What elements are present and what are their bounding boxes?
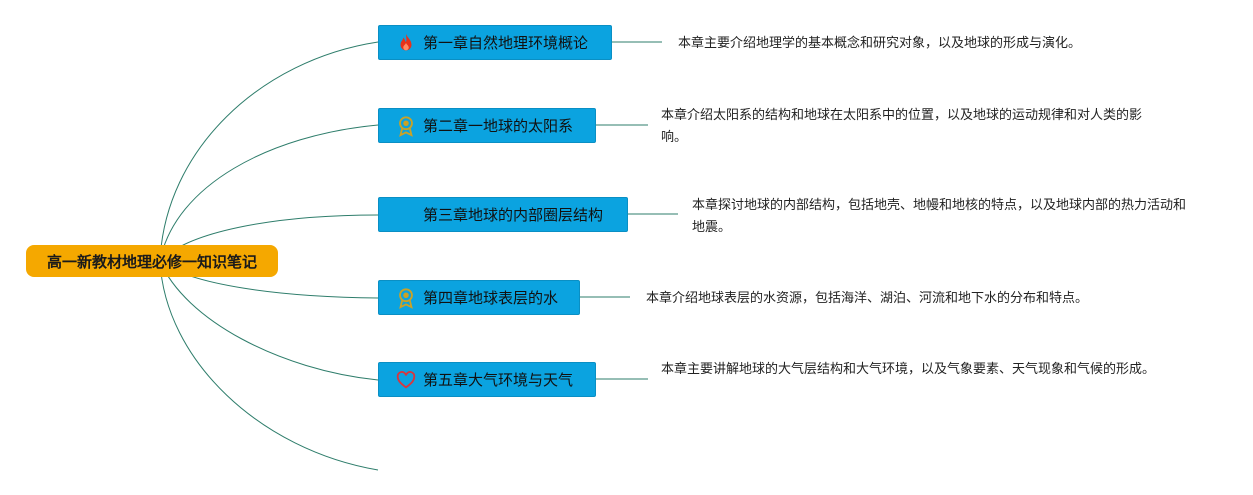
fire-icon xyxy=(395,32,417,54)
branch-link-5 xyxy=(159,260,379,381)
chapter-node-1[interactable]: 第一章自然地理环境概论 xyxy=(378,25,612,60)
branch-link-6 xyxy=(159,260,379,471)
chapter-desc-2: 本章介绍太阳系的结构和地球在太阳系中的位置，以及地球的运动规律和对人类的影响。 xyxy=(661,108,1143,145)
chapter-desc-3: 本章探讨地球的内部结构，包括地壳、地幔和地核的特点，以及地球内部的热力活动和地震… xyxy=(692,198,1187,235)
root-topic-label: 高一新教材地理必修一知识笔记 xyxy=(46,252,257,271)
chapter-title-2: 第二章一地球的太阳系 xyxy=(423,117,574,135)
heart-icon xyxy=(395,369,417,391)
chapter-node-3[interactable]: 第三章地球的内部圈层结构 xyxy=(378,197,628,232)
chapter-icon-placeholder xyxy=(395,204,417,226)
chapter-title-1: 第一章自然地理环境概论 xyxy=(423,34,589,52)
chapter-title-3: 第三章地球的内部圈层结构 xyxy=(423,206,604,224)
chapter-node-2[interactable]: 第二章一地球的太阳系 xyxy=(378,108,596,143)
branch-link-2 xyxy=(159,124,379,262)
branch-link-1 xyxy=(159,41,379,262)
chapter-desc-4: 本章介绍地球表层的水资源，包括海洋、湖泊、河流和地下水的分布和特点。 xyxy=(646,291,1089,306)
award-ribbon-icon xyxy=(395,287,417,309)
chapter-desc-5: 本章主要讲解地球的大气层结构和大气环境，以及气象要素、天气现象和气候的形成。 xyxy=(661,362,1156,377)
root-topic[interactable]: 高一新教材地理必修一知识笔记 xyxy=(26,245,278,277)
award-ribbon-icon xyxy=(395,115,417,137)
chapter-title-4: 第四章地球表层的水 xyxy=(423,289,559,307)
chapter-node-4[interactable]: 第四章地球表层的水 xyxy=(378,280,580,315)
chapter-node-5[interactable]: 第五章大气环境与天气 xyxy=(378,362,596,397)
chapter-title-5: 第五章大气环境与天气 xyxy=(423,371,574,389)
chapter-desc-1: 本章主要介绍地理学的基本概念和研究对象，以及地球的形成与演化。 xyxy=(678,36,1082,51)
